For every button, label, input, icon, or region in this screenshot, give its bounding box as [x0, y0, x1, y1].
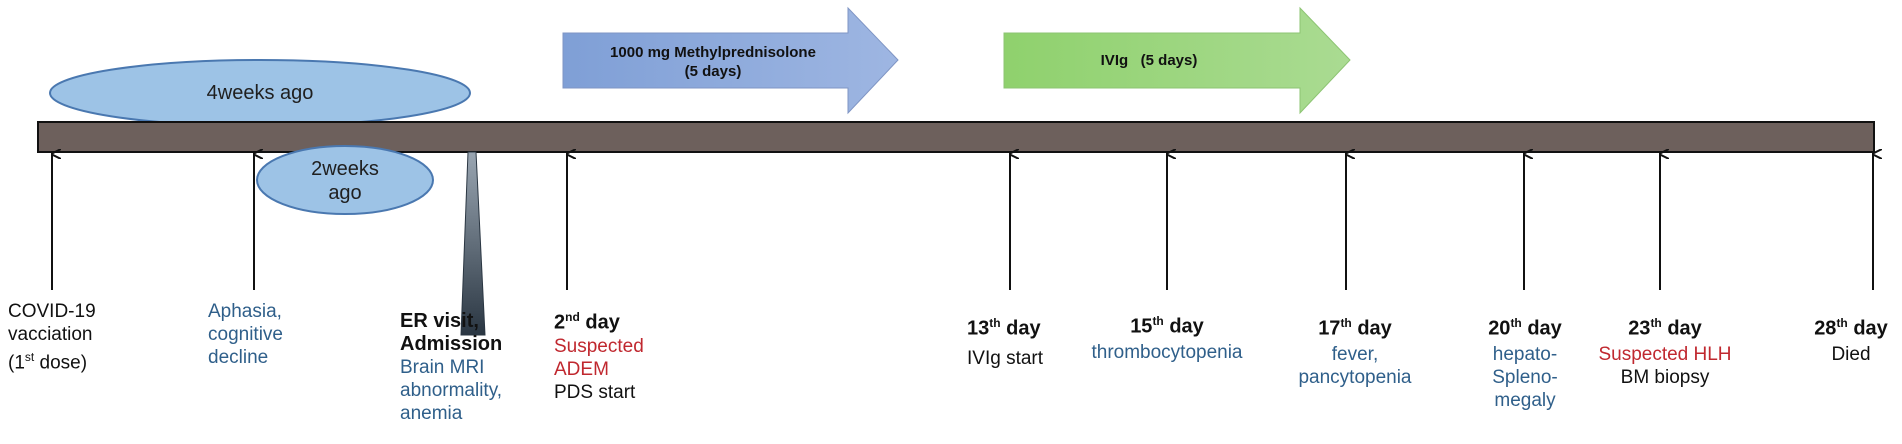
aphasia-line3: decline [208, 347, 269, 368]
er-visit-label: ER visit, Admission Brain MRI abnormalit… [400, 310, 502, 425]
day23-line2: Suspected HLH [1598, 343, 1732, 365]
methylprednisolone-label-line1: 1000 mg Methylprednisolone [610, 44, 816, 61]
er-visit-line2: Admission [400, 333, 503, 355]
day20-label: 20th day hepato- Spleno- megaly [1470, 312, 1580, 412]
two-weeks-label-line1: 2weeks [311, 158, 379, 180]
day15-title: 15th day [1130, 314, 1204, 338]
aphasia-line1: Aphasia, [208, 301, 282, 322]
day13-label: 13th day IVIg start [967, 312, 1043, 370]
ivig-arrow [1003, 6, 1351, 115]
day2-label: 2nd day Suspected ADEM PDS start [554, 306, 644, 404]
day20-line3: Spleno- [1492, 366, 1558, 388]
day15-line2: thrombocytopenia [1091, 341, 1243, 363]
er-visit-marker [460, 151, 486, 336]
vaccination-label: COVID-19 vacciation (1st dose) [8, 300, 96, 374]
day17-title: 17th day [1318, 316, 1392, 340]
day20-title: 20th day [1488, 316, 1562, 340]
vaccination-line2: vacciation [8, 324, 93, 345]
ivig-therapy-label: IVIg (5 days) [1100, 52, 1198, 69]
day28-line2: Died [1831, 343, 1871, 365]
aphasia-label: Aphasia, cognitive decline [208, 300, 283, 369]
day2-line2: Suspected [554, 335, 644, 357]
day2-line4: PDS start [554, 381, 636, 403]
day2-line3: ADEM [554, 358, 609, 380]
day17-line3: pancytopenia [1298, 366, 1412, 388]
day23-label: 23th day Suspected HLH BM biopsy [1595, 312, 1735, 389]
er-visit-line4: abnormality, [400, 380, 503, 401]
methylprednisolone-label-line2: (5 days) [684, 63, 742, 80]
day17-label: 17th day fever, pancytopenia [1280, 312, 1430, 389]
er-visit-line3: Brain MRI [400, 357, 485, 378]
er-visit-line5: anemia [400, 403, 463, 424]
methylprednisolone-arrow [562, 6, 899, 115]
day20-line2: hepato- [1492, 343, 1558, 365]
day13-title: 13th day [967, 316, 1041, 340]
day23-title: 23th day [1628, 316, 1702, 340]
two-weeks-label: 2weeks ago [285, 157, 405, 205]
vaccination-line1: COVID-19 [8, 301, 96, 322]
day23-line3: BM biopsy [1620, 366, 1710, 388]
day17-line2: fever, [1331, 343, 1379, 365]
day13-line2: IVIg start [967, 347, 1044, 369]
four-weeks-label: 4weeks ago [206, 82, 314, 104]
aphasia-line2: cognitive [208, 324, 283, 345]
er-visit-line1: ER visit, [400, 310, 479, 332]
day2-title: 2nd day [554, 310, 620, 334]
day20-line4: megaly [1494, 389, 1556, 411]
day28-title: 28th day [1814, 316, 1888, 340]
vaccination-line3: (1st dose) [8, 350, 88, 374]
two-weeks-ellipse [256, 145, 434, 215]
day15-label: 15th day thrombocytopenia [1082, 310, 1252, 364]
methylprednisolone-label: 1000 mg Methylprednisolone (5 days) [563, 43, 863, 81]
day28-label: 28th day Died [1802, 312, 1900, 366]
two-weeks-label-line2: ago [328, 182, 362, 204]
